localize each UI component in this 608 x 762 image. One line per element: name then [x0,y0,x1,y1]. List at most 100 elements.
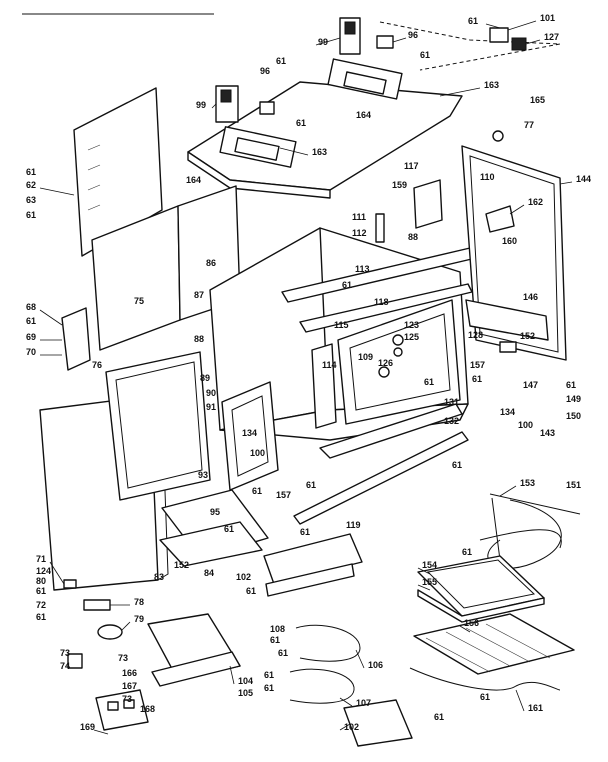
clip-127 [511,37,527,51]
valve-knob-125 [393,347,403,357]
callout-95: 95 [210,507,220,517]
callout-126: 126 [378,358,393,368]
bracket-74 [67,653,83,669]
bracket-117 [413,179,443,229]
main-top-panel [187,21,561,199]
callout-168: 168 [140,704,155,714]
side-window-frame [221,381,279,491]
callout-91: 91 [206,402,216,412]
callout-155: 155 [422,577,437,587]
callout-115: 115 [334,320,349,330]
callout-100: 100 [250,448,265,458]
callout-61: 61 [472,374,482,384]
callout-152: 152 [174,560,189,570]
bottom-plate-102 [343,699,413,747]
callout-123: 123 [404,320,419,330]
callout-151: 151 [566,480,581,490]
callout-61: 61 [468,16,478,26]
callout-164: 164 [356,110,371,120]
callout-62: 62 [26,180,36,190]
callout-134: 134 [500,407,515,417]
callout-68: 68 [26,302,36,312]
insulation-blanket [105,351,211,501]
callout-99: 99 [318,37,328,47]
callout-114: 114 [322,360,337,370]
callout-144: 144 [576,174,591,184]
callout-125: 125 [404,332,419,342]
callout-61: 61 [424,377,434,387]
terminal-block [95,689,149,731]
bake-element-106 [295,624,361,662]
callout-111: 111 [352,212,366,222]
callout-74: 74 [60,661,70,671]
callout-61: 61 [224,524,234,534]
callout-61: 61 [26,210,36,220]
callout-61: 61 [252,486,262,496]
callout-164: 164 [186,175,201,185]
callout-117: 117 [404,161,419,171]
front-rail-132 [293,431,469,525]
callout-163: 163 [484,80,499,90]
callout-73: 73 [60,648,70,658]
callout-159: 159 [392,180,407,190]
callout-160: 160 [502,236,517,246]
callout-61: 61 [296,118,306,128]
callout-93: 93 [198,470,208,480]
callout-118: 118 [374,297,389,307]
callout-61: 61 [246,586,256,596]
post-112 [375,213,385,243]
callout-88: 88 [408,232,418,242]
valve-knob-123 [392,334,404,346]
callout-131: 131 [444,397,459,407]
callout-80: 80 [36,576,46,586]
callout-157: 157 [470,360,485,370]
burner-cap-left [215,85,239,123]
callout-124: 124 [36,566,51,576]
callout-113: 113 [355,264,370,274]
callout-147: 147 [523,380,538,390]
callout-143: 143 [540,428,555,438]
callout-61: 61 [306,480,316,490]
callout-108: 108 [270,624,285,634]
floor-84 [159,521,263,567]
valve-knob-126 [378,366,390,378]
left-side-panel [73,87,163,257]
clip-152 [499,341,517,353]
callout-78: 78 [134,597,144,607]
callout-73: 73 [122,694,132,704]
broiler-drawer [147,613,241,687]
callout-110: 110 [480,172,495,182]
callout-90: 90 [206,388,216,398]
washer-77 [492,130,504,142]
callout-69: 69 [26,332,36,342]
callout-61: 61 [276,56,286,66]
bracket-78 [83,599,111,611]
callout-73: 73 [118,653,128,663]
spacer-103 [265,563,355,597]
deflector-162 [485,205,515,233]
control-bracket-119 [263,533,363,585]
burner-cap-right [339,17,361,55]
callout-101: 101 [540,13,555,23]
callout-163: 163 [312,147,327,157]
callout-63: 63 [26,195,36,205]
callout-61: 61 [452,460,462,470]
callout-134: 134 [242,428,257,438]
callout-102: 102 [236,572,251,582]
callout-127: 127 [544,32,559,42]
callout-61: 61 [26,316,36,326]
callout-77: 77 [524,120,534,130]
broil-pan [417,555,545,623]
callout-162: 162 [528,197,543,207]
callout-96: 96 [408,30,418,40]
callout-107: 107 [356,698,371,708]
callout-61: 61 [278,648,288,658]
grommet-96-left [259,101,275,115]
callout-169: 169 [80,722,95,732]
callout-150: 150 [566,411,581,421]
callout-119: 119 [346,520,361,530]
callout-75: 75 [134,296,144,306]
callout-72: 72 [36,600,46,610]
callout-153: 153 [520,478,535,488]
callout-61: 61 [270,635,280,645]
